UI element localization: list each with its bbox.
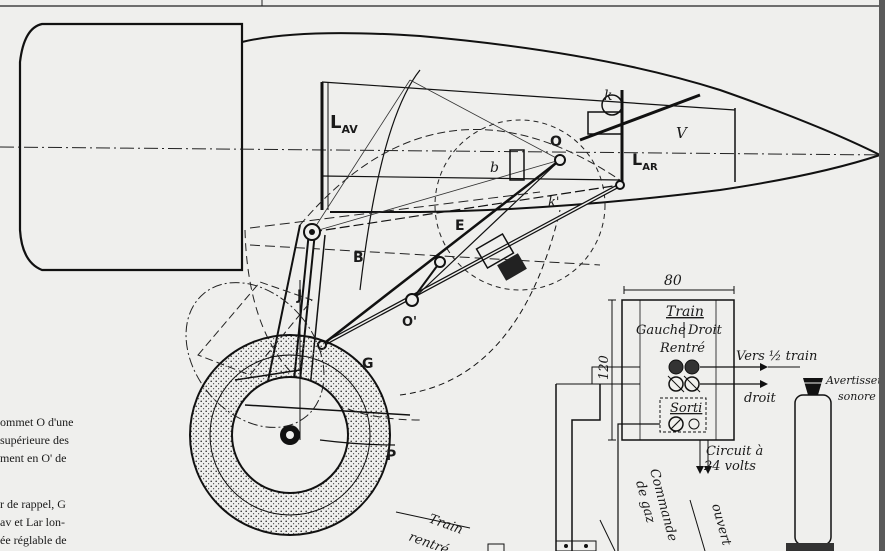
nacelle-outline bbox=[241, 32, 883, 213]
label-e: E bbox=[455, 218, 465, 234]
body-text-line-1: ommet O d'une bbox=[0, 415, 74, 429]
label-sonore: sonore bbox=[838, 390, 876, 403]
page-edge bbox=[879, 0, 885, 551]
label-p: P bbox=[386, 448, 396, 464]
label-k-prime: k' bbox=[548, 195, 559, 210]
warning-circuit: 80 120 Train Gauche Droit Rentré Sorti V… bbox=[395, 273, 885, 551]
dimension-120: 120 bbox=[597, 355, 612, 380]
label-train-rentre-2: rentré bbox=[407, 530, 451, 551]
engine-block bbox=[18, 22, 244, 272]
label-l-av: LAV bbox=[330, 112, 358, 136]
label-vers-train: Vers ½ train bbox=[736, 349, 817, 364]
label-v: V bbox=[676, 124, 689, 142]
label-o-prime: O' bbox=[402, 315, 417, 330]
label-g: G bbox=[362, 356, 374, 372]
label-24-volts: 24 volts bbox=[703, 459, 756, 474]
label-o: O bbox=[550, 134, 562, 150]
body-text-line-4: r de rappel, G bbox=[0, 497, 66, 511]
label-k: k bbox=[604, 88, 612, 104]
label-droit: droit bbox=[744, 391, 777, 406]
pivot-o-prime bbox=[405, 293, 419, 307]
col-gauche: Gauche bbox=[636, 323, 686, 338]
label-circuit: Circuit à bbox=[706, 444, 763, 459]
panel-title: Train bbox=[666, 304, 704, 320]
label-avertisseur: Avertisseur bbox=[825, 374, 885, 387]
landing-wheel bbox=[189, 334, 391, 536]
body-text-line-5: av et Lar lon- bbox=[0, 515, 65, 529]
body-text-line-3: ment en O' de bbox=[0, 451, 67, 465]
row-rentre: Rentré bbox=[659, 341, 705, 356]
label-j: J bbox=[296, 288, 302, 304]
col-droit: Droit bbox=[687, 323, 723, 338]
label-b: b bbox=[490, 160, 499, 176]
centre-axis bbox=[0, 146, 885, 156]
body-text-line-6: ée réglable de bbox=[0, 533, 67, 547]
body-text-line-2: supérieure des bbox=[0, 433, 69, 447]
label-l-ar: LAR bbox=[632, 150, 658, 173]
dimension-80: 80 bbox=[664, 273, 682, 289]
pivot-o bbox=[554, 154, 566, 166]
label-b-strut: B bbox=[353, 250, 364, 266]
label-train-rentre-1: Train bbox=[427, 512, 465, 538]
row-sorti: Sorti bbox=[670, 401, 702, 416]
label-ouvert: ouvert bbox=[708, 502, 734, 548]
